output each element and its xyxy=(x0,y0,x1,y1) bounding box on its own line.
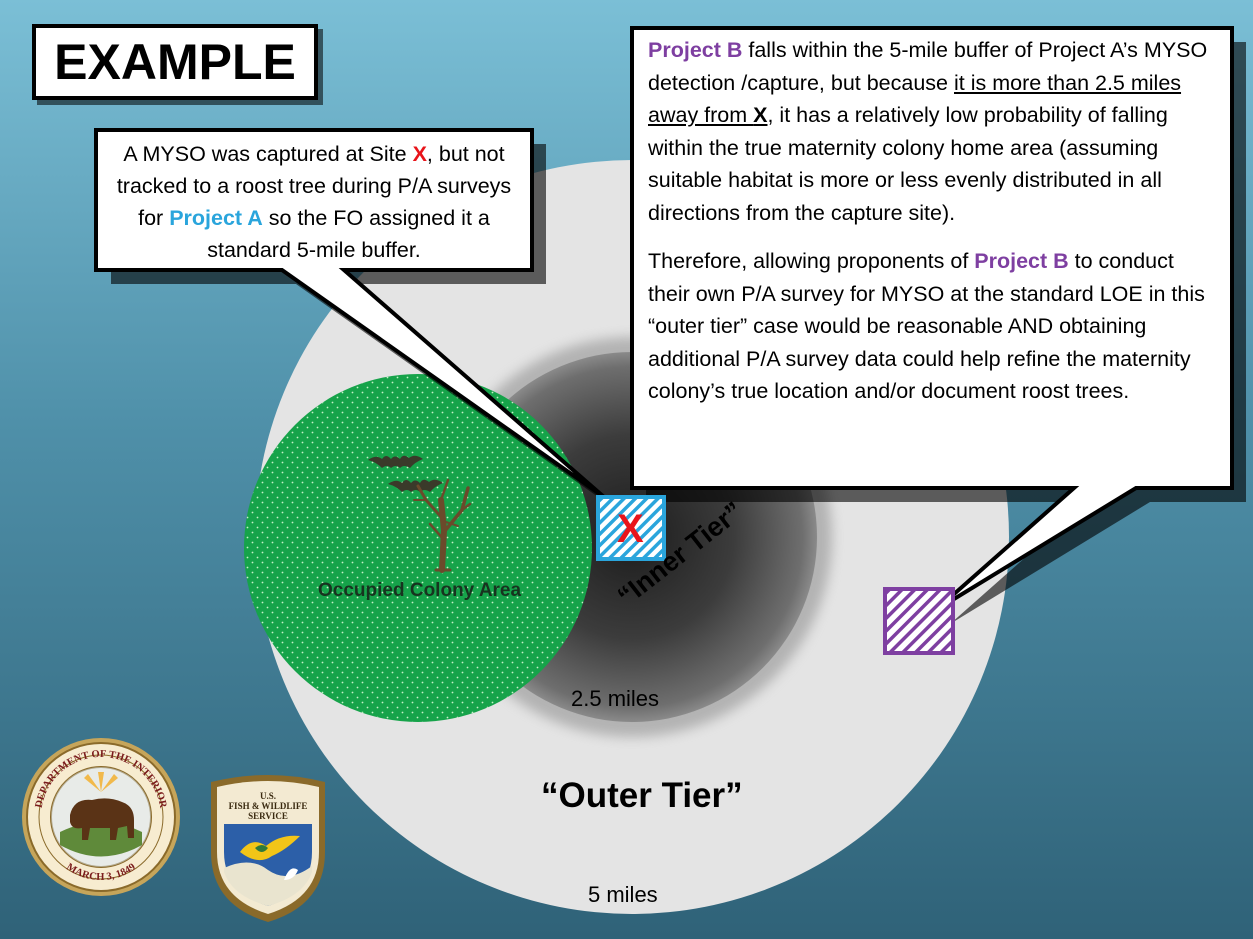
slide-title: EXAMPLE xyxy=(32,24,318,100)
callout-a-text: A MYSO was captured at Site X, but not t… xyxy=(96,130,532,270)
fws-badge-line2: FISH & WILDLIFE xyxy=(229,801,308,811)
callout-b-p1-text-2: , it has a relatively low probability of… xyxy=(648,103,1168,225)
occupied-colony-dots xyxy=(244,374,592,722)
callout-b-p1-underlined: it is more than 2.5 miles away from xyxy=(648,70,1182,128)
callout-b-bubble xyxy=(630,26,1246,624)
fws-badge-line1: U.S. xyxy=(260,791,276,801)
inner-radius-label: 2.5 miles xyxy=(571,686,660,711)
callout-a-text-1: A MYSO was captured at Site xyxy=(123,142,413,166)
project-b-label: Project B xyxy=(648,38,743,62)
doi-seal-icon: DEPARTMENT OF THE INTERIOR MARCH 3, 1849 xyxy=(22,738,180,896)
callout-b-p2-text-2: to conduct their own P/A survey for MYSO… xyxy=(648,249,1205,403)
project-a-site-marker xyxy=(596,495,666,561)
fws-badge-icon: U.S. FISH & WILDLIFE SERVICE xyxy=(211,775,325,922)
project-b-site-marker xyxy=(883,587,955,655)
occupied-colony-label: Occupied Colony Area xyxy=(318,580,522,601)
project-a-label: Project A xyxy=(169,206,263,230)
callout-b-text: Project B falls within the 5-mile buffer… xyxy=(632,28,1232,488)
tree-icon xyxy=(413,478,472,573)
callout-a-text-2: , but not tracked to a roost tree during… xyxy=(116,142,512,230)
callout-a-text-3: so the FO assigned it a standard 5-mile … xyxy=(207,206,490,262)
callout-b-paragraph-1: Project B falls within the 5-mile buffer… xyxy=(648,34,1218,229)
site-x-label: X xyxy=(412,142,427,166)
callout-b-p1-underlined-x: X xyxy=(753,103,768,127)
site-x-marker: X xyxy=(617,507,644,551)
callout-b-paragraph-2: Therefore, allowing proponents of Projec… xyxy=(648,245,1218,408)
callout-b-p1-text-1: falls within the 5-mile buffer of Projec… xyxy=(648,38,1208,95)
outer-tier-label: “Outer Tier” xyxy=(541,776,743,815)
fws-badge-line3: SERVICE xyxy=(248,811,288,821)
callout-a-bubble xyxy=(94,128,618,511)
bats-icon xyxy=(368,455,443,492)
project-b-label-2: Project B xyxy=(974,249,1069,273)
callout-b-p2-text-1: Therefore, allowing proponents of xyxy=(648,249,975,273)
outer-radius-label: 5 miles xyxy=(588,882,658,907)
